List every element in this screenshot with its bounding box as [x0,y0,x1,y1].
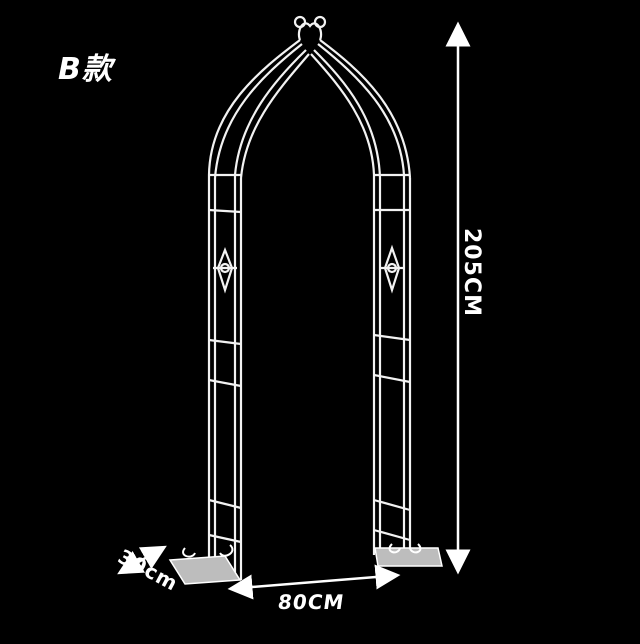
width-arrow [227,564,401,600]
base-plates [168,543,443,585]
depth-arrow [117,545,167,575]
width-label: 80CM [276,590,347,614]
variant-label: B款 [58,52,113,87]
arch-frame [207,15,412,580]
height-label: 205CM [459,228,484,317]
